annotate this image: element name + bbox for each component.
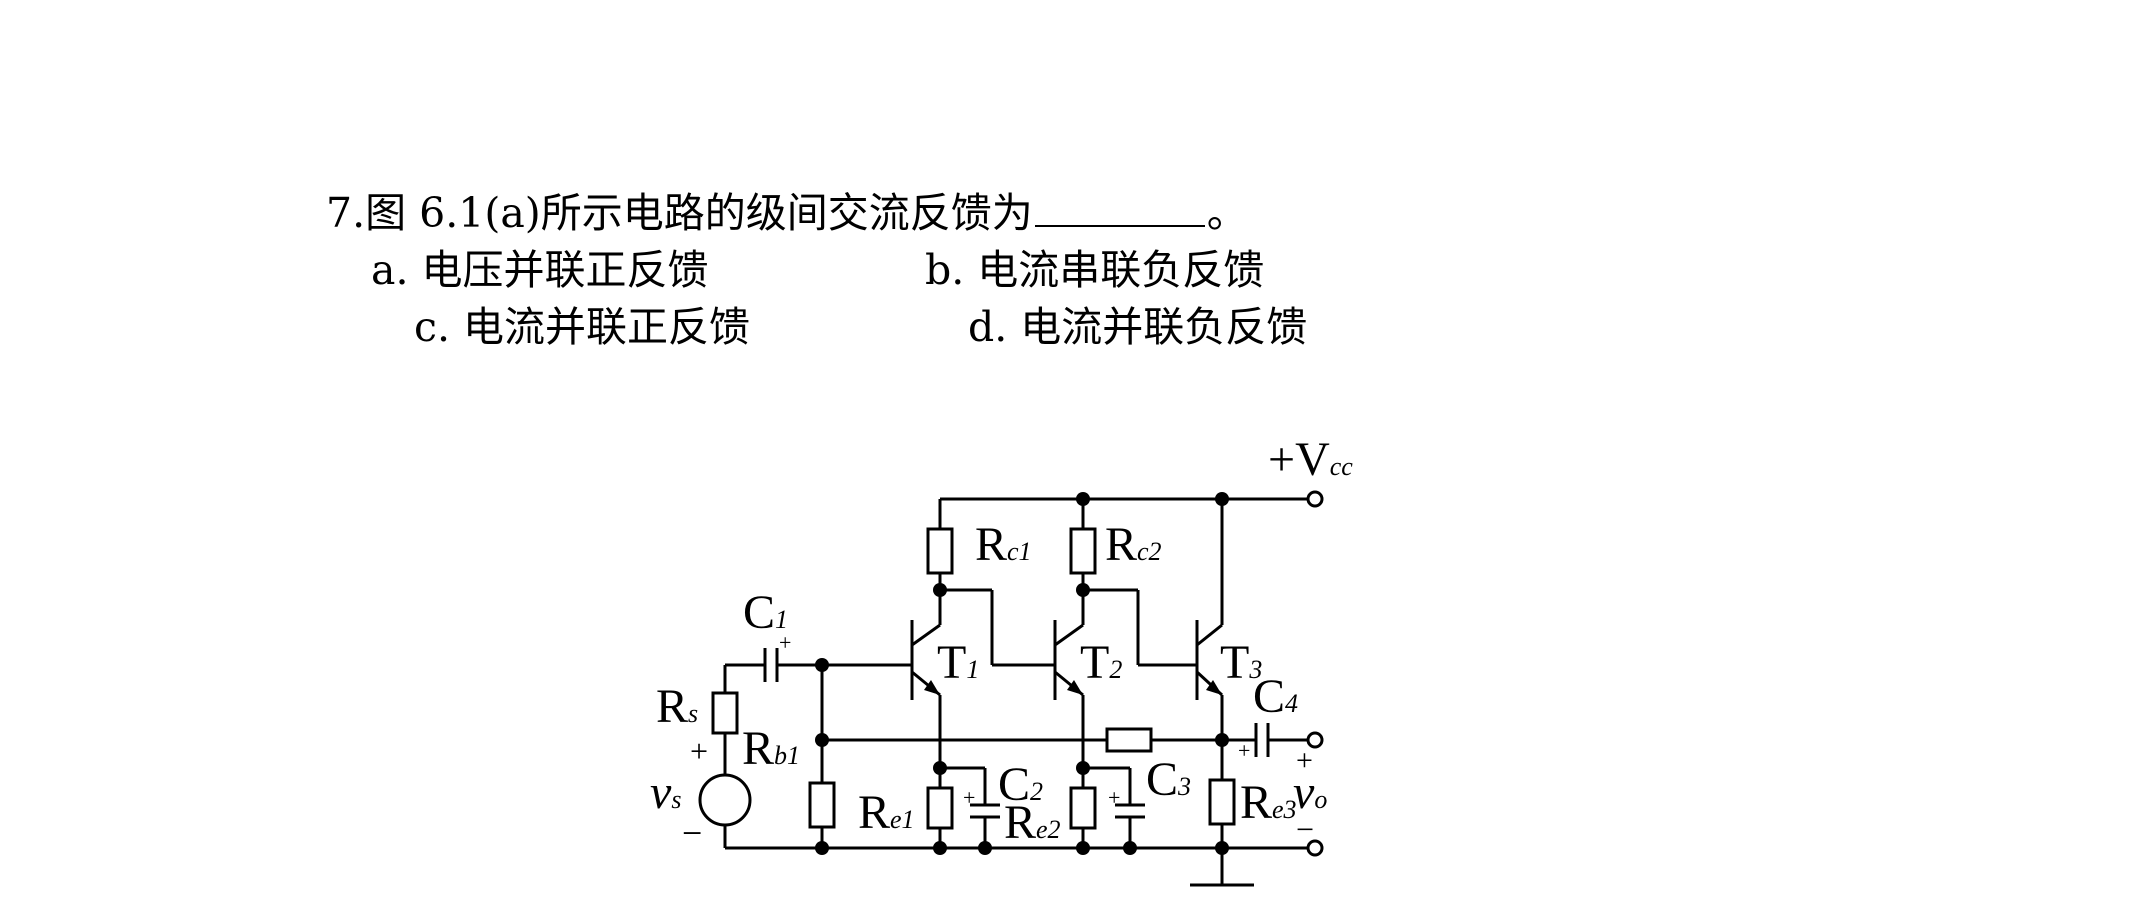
c3-plus-sign: + — [1108, 785, 1120, 810]
terminals — [1306, 490, 1324, 857]
c4-label: C4 — [1253, 670, 1298, 723]
c1-label: C1 — [743, 586, 788, 639]
c4-plus-sign: + — [1238, 738, 1250, 763]
vs-minus-sign: − — [682, 813, 702, 853]
re2-label: Re2 — [1004, 796, 1061, 849]
t2-label: T2 — [1080, 636, 1122, 689]
option-c: c. 电流并联正反馈 — [414, 303, 751, 351]
rs-label: Rs — [656, 680, 698, 733]
c2-plus-sign: + — [963, 785, 975, 810]
rb1-label: Rb1 — [742, 722, 800, 775]
option-a: a. 电压并联正反馈 — [371, 246, 709, 294]
vcc-label: +Vcc — [1268, 433, 1353, 486]
rc1-label: Rc1 — [975, 518, 1032, 571]
question-stem: 图 6.1(a)所示电路的级间交流反馈为 — [365, 189, 1033, 237]
c3-label: C3 — [1146, 753, 1191, 806]
c2-label: C2 — [998, 758, 1043, 811]
emitter-arrows — [924, 680, 1222, 695]
circuit-wires — [698, 497, 1308, 887]
question-number: 7. — [326, 189, 366, 237]
question-end: 。 — [1206, 189, 1248, 237]
t3-label: T3 — [1220, 636, 1262, 689]
vs-plus-sign: + — [690, 733, 708, 769]
option-b: b. 电流串联负反馈 — [925, 246, 1265, 294]
rc2-label: Rc2 — [1105, 518, 1162, 571]
vs-label: vs — [650, 766, 681, 819]
t1-label: T1 — [937, 636, 979, 689]
vo-label: vo — [1293, 766, 1327, 819]
re1-label: Re1 — [858, 786, 915, 839]
question-text: 7.图 6.1(a)所示电路的级间交流反馈为 。 — [326, 189, 1248, 237]
junction-dots — [815, 492, 1229, 855]
option-d: d. 电流并联负反馈 — [968, 303, 1308, 351]
answer-blank — [1034, 189, 1205, 227]
re3-label: Re3 — [1240, 776, 1297, 829]
vo-plus-sign: + — [1296, 744, 1313, 777]
c1-plus-sign: + — [779, 630, 791, 655]
vo-minus-sign: − — [1296, 811, 1314, 847]
